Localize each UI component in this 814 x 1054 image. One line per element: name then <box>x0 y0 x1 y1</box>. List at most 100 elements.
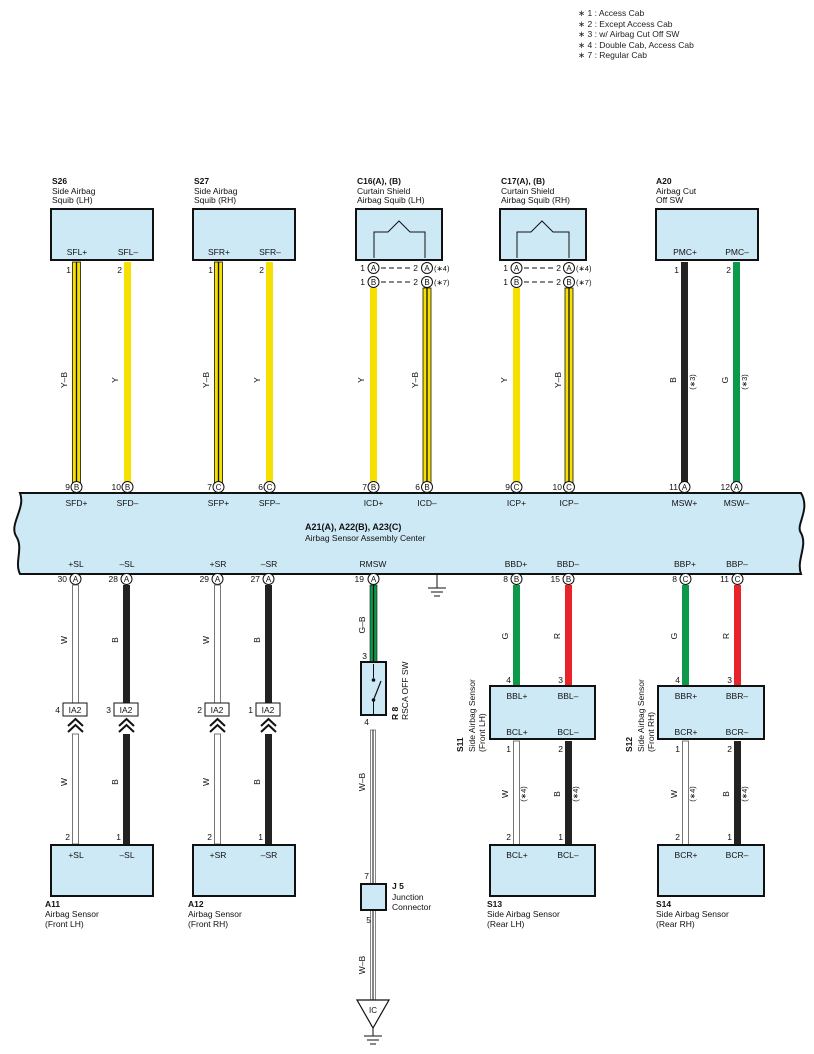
inline-connector-box <box>204 702 230 717</box>
wire-note: (∗4) <box>740 786 749 802</box>
wire-color-label: W <box>500 790 510 798</box>
pin-number: 1 <box>360 263 365 273</box>
connector-circle <box>421 481 433 493</box>
connector-letter: A <box>371 264 377 273</box>
wire-b <box>734 741 741 845</box>
connector-letter: B <box>514 575 519 584</box>
connector-circle <box>678 481 691 493</box>
pin-label: ICP+ <box>507 498 526 508</box>
lower-wire-labels: W B W B G–B G R G R W B W B W–B W (∗4) B… <box>59 616 749 974</box>
pin-label: +SL <box>68 559 84 569</box>
component-S26: S26 Side Airbag Squib (LH) SFL+ SFL– 1 2 <box>50 176 154 275</box>
component-name: Side Airbag <box>194 186 238 196</box>
wire-color-label: G–B <box>357 616 367 633</box>
wire-note: (∗4) <box>571 786 580 802</box>
connector-circle <box>262 573 275 585</box>
pin-label: ICD+ <box>364 498 384 508</box>
pin-label: SFL– <box>118 247 139 257</box>
wire-note: (∗3) <box>740 374 749 390</box>
pin-label: MSW+ <box>672 498 698 508</box>
pin-number: 8 <box>503 574 508 584</box>
component-box <box>355 208 443 261</box>
connector-circle <box>421 262 433 274</box>
component-code: C16(A), (B) <box>357 176 401 186</box>
side-sensor-S11: 4 3 BBL+ BBL– BCL+ BCL– 1 2 S11 Side Air… <box>455 675 596 754</box>
note-line: ∗ 1 : Access Cab <box>578 8 645 18</box>
pin-number: 1 <box>66 265 71 275</box>
pin-number: 2 <box>506 832 511 842</box>
pin-label: BCL+ <box>506 727 528 737</box>
component-code: S12 <box>624 737 634 752</box>
wire-r <box>734 585 741 685</box>
connector-letter: A <box>215 575 221 584</box>
pin-number: 4 <box>364 717 369 727</box>
component-code: S14 <box>656 899 671 909</box>
component-box <box>657 685 765 740</box>
wire-b <box>681 262 688 484</box>
connector-letter: B <box>371 278 376 287</box>
connector-circle <box>367 481 380 493</box>
connector-letter: A <box>424 264 430 273</box>
pin-number: 1 <box>558 832 563 842</box>
connector-letter: B <box>424 483 429 492</box>
pin-label: PMC+ <box>673 247 697 257</box>
inline-connector-box <box>62 702 88 717</box>
connector-letter: A <box>371 575 377 584</box>
component-code: S27 <box>194 176 209 186</box>
pin-number: 3 <box>362 651 367 661</box>
pin-label: BBR+ <box>675 691 697 701</box>
wire-color-label: Y <box>356 377 366 383</box>
wire-r <box>565 585 572 685</box>
switch-terminal <box>371 678 376 682</box>
pin-label: SFR– <box>259 247 281 257</box>
pin-number: 9 <box>65 482 70 492</box>
component-code: A20 <box>656 176 672 186</box>
connector-circle <box>367 276 380 288</box>
component-name: Squib (LH) <box>52 195 93 205</box>
pin-label: BCL+ <box>506 850 528 860</box>
pin-number: 6 <box>258 482 263 492</box>
component-name: Squib (RH) <box>194 195 236 205</box>
pin-label: BBL+ <box>506 691 527 701</box>
pin-number: 1 <box>503 277 508 287</box>
pin-number: 1 <box>506 744 511 754</box>
wire-color-label: Y <box>110 377 120 383</box>
wire-color-label: B <box>110 637 120 643</box>
component-box <box>489 844 596 897</box>
pin-label: BBL– <box>558 691 579 701</box>
junction-connector: 7 5 J 5 Junction Connector <box>360 871 431 925</box>
component-A12: 2 1 +SR –SR A12 Airbag Sensor (Front RH) <box>188 832 296 929</box>
connector-circle <box>679 573 692 585</box>
wire-b <box>123 734 130 844</box>
wire-color-label: W <box>59 636 69 644</box>
wire-w <box>72 584 79 704</box>
wire-color-label: B <box>252 779 262 785</box>
pin-number: 10 <box>553 482 563 492</box>
component-name: Off SW <box>656 195 683 205</box>
pin-number: 6 <box>415 482 420 492</box>
ground-symbol <box>428 574 446 597</box>
connector-letter: C <box>735 575 741 584</box>
inline-connector-box <box>255 702 281 717</box>
component-code: A11 <box>45 899 60 909</box>
junction-name: Connector <box>392 902 431 912</box>
ground-ic: IC <box>355 999 391 1045</box>
component-name: Airbag Sensor <box>188 909 242 919</box>
connector-circle <box>69 573 82 585</box>
junction-code: J 5 <box>392 881 404 891</box>
pin-label: ICD– <box>417 498 437 508</box>
notes-legend: ∗ 1 : Access Cab ∗ 2 : Except Access Cab… <box>578 8 694 61</box>
wire-b <box>123 585 130 703</box>
pin-label: +SR <box>210 559 227 569</box>
component-name: Side Airbag Sensor <box>656 909 729 919</box>
component-A20: A20 Airbag Cut Off SW PMC+ PMC– 1 2 <box>655 176 759 275</box>
connector-letter: B <box>74 483 79 492</box>
connector-letter: A <box>682 483 688 492</box>
connector-letter: B <box>424 278 429 287</box>
pin-number: 1 <box>727 832 732 842</box>
component-name: Airbag Sensor <box>45 909 99 919</box>
pin-number: 28 <box>109 574 119 584</box>
junction-box <box>360 883 387 911</box>
component-name: (Front RH) <box>188 919 228 929</box>
pin-number: 9 <box>505 482 510 492</box>
